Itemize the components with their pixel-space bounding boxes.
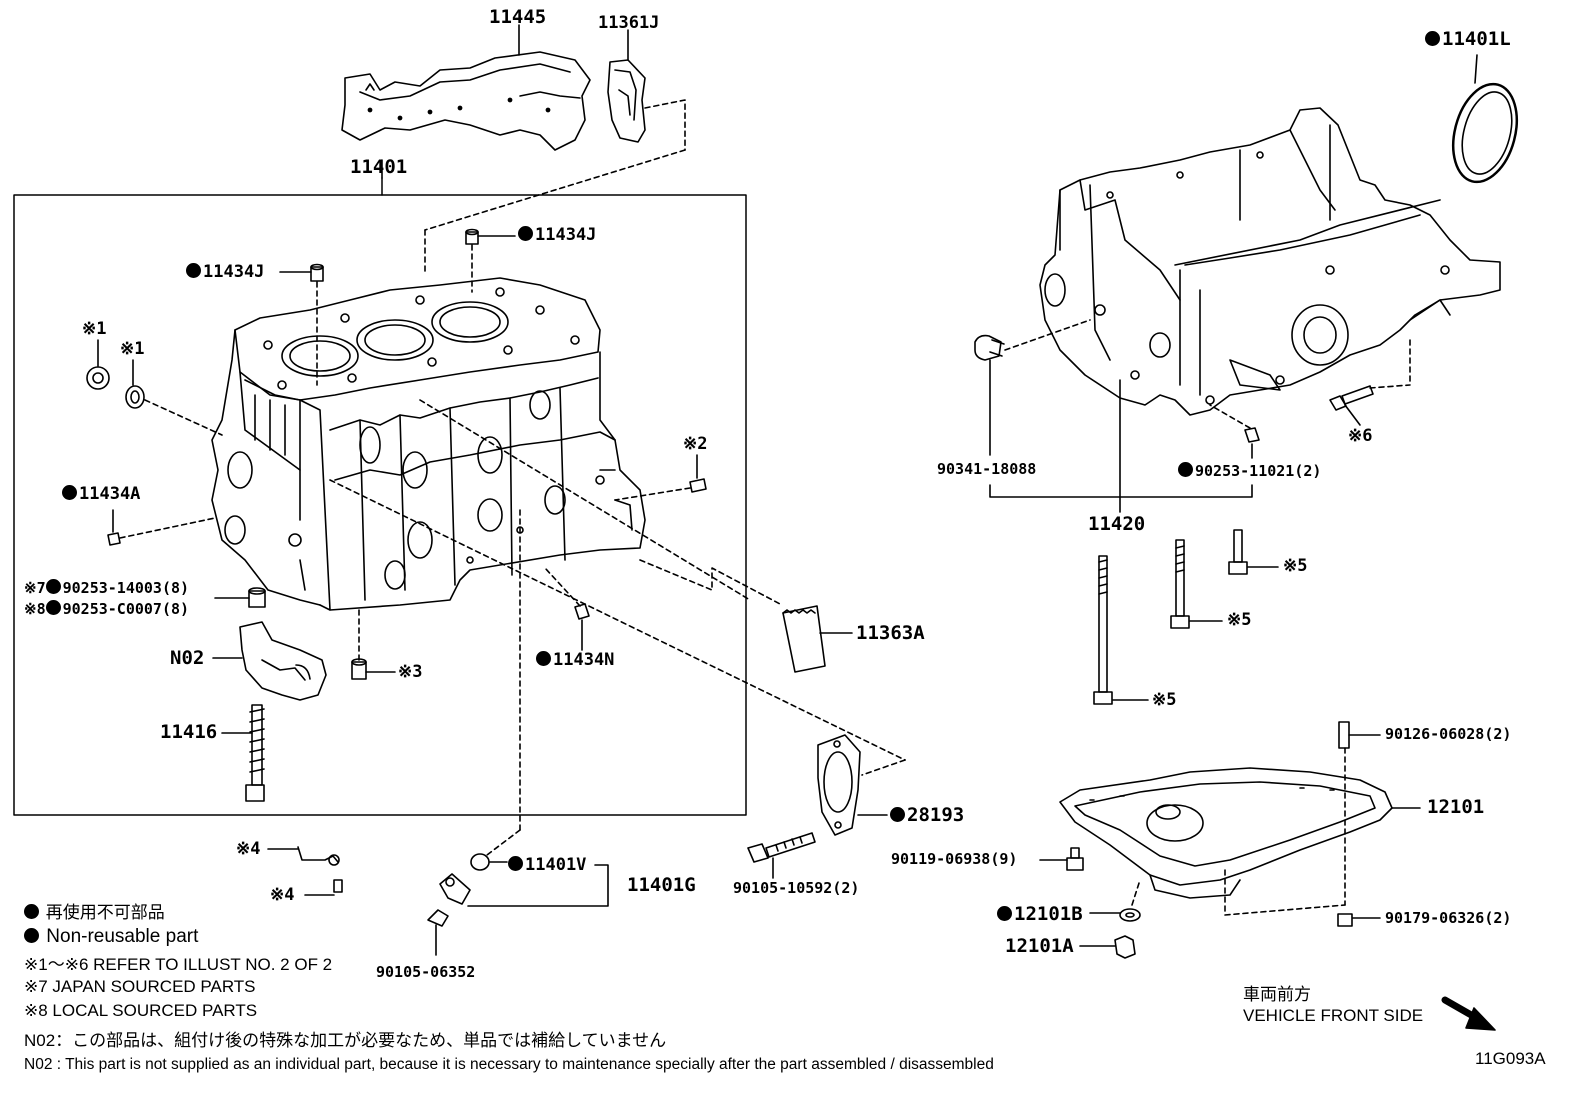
gasket-11363A-drawing <box>782 605 853 673</box>
insulator-11445-drawing <box>341 24 591 179</box>
ref-label-6: ※6 <box>1348 426 1373 446</box>
part-label-11434J-left[interactable]: 11434J <box>186 263 264 281</box>
legend-japan-sourced: ※7 JAPAN SOURCED PARTS <box>24 977 256 996</box>
legend-refer: ※1～※6 REFER TO ILLUST NO. 2 OF 2 <box>24 955 333 974</box>
part-label-11416[interactable]: 11416 <box>160 721 218 743</box>
ref-label-2: ※2 <box>683 434 708 454</box>
part-label-90179-06326[interactable]: 90179-06326(2) <box>1385 909 1512 927</box>
front-arrow-icon <box>1441 996 1496 1031</box>
non-reusable-dot-icon <box>508 856 523 871</box>
ref-label-4b: ※4 <box>270 885 295 905</box>
non-reusable-dot-icon <box>518 226 533 241</box>
ref-label-5c: ※5 <box>1152 690 1177 710</box>
cylinder-block-frame <box>13 194 747 816</box>
part-label-90119-06938[interactable]: 90119-06938(9) <box>891 850 1018 868</box>
non-reusable-dot-icon <box>997 906 1012 921</box>
part-label-90341-18088[interactable]: 90341-18088 <box>937 460 1037 478</box>
part-label-90126-06028[interactable]: 90126-06028(2) <box>1385 725 1512 743</box>
ref-label-4a: ※4 <box>236 839 261 859</box>
legend-nonreusable-en: Non-reusable part <box>24 927 198 946</box>
legend-nonreusable-jp: 再使用不可部品 <box>24 904 165 921</box>
part-label-11401[interactable]: 11401 <box>350 156 408 178</box>
non-reusable-dot-icon <box>45 600 61 615</box>
legend-n02-jp: N02：この部品は、組付け後の特殊な加工が必要なため、単品では補給していません <box>24 1031 667 1050</box>
non-reusable-dot-icon <box>536 651 551 666</box>
non-reusable-dot-icon <box>1178 462 1193 477</box>
bearing-cap-N02-drawing <box>212 621 327 701</box>
part-label-90105-06352[interactable]: 90105-06352 <box>376 963 476 981</box>
legend-local-sourced: ※8 LOCAL SOURCED PARTS <box>24 1001 258 1020</box>
bolt-11416-drawing <box>221 704 265 802</box>
non-reusable-dot-icon <box>890 807 905 822</box>
part-label-11363A[interactable]: 11363A <box>856 622 925 644</box>
non-reusable-dot-icon <box>62 485 77 500</box>
ref-label-1b: ※1 <box>120 339 145 359</box>
non-reusable-dot-icon <box>1425 31 1440 46</box>
part-label-11434N[interactable]: 11434N <box>536 651 614 669</box>
part-label-N02[interactable]: N02 <box>170 647 205 669</box>
part-label-12101B[interactable]: 12101B <box>997 905 1083 924</box>
part-label-12101[interactable]: 12101 <box>1427 796 1485 818</box>
oil-pan-12101-drawing <box>1039 721 1421 959</box>
part-label-11401V[interactable]: 11401V <box>508 856 586 874</box>
non-reusable-dot-icon <box>186 263 201 278</box>
part-label-11401L[interactable]: 11401L <box>1425 30 1511 49</box>
part-label-28193[interactable]: 28193 <box>890 806 964 825</box>
part-label-11445[interactable]: 11445 <box>489 6 547 28</box>
part-label-90105-10592[interactable]: 90105-10592(2) <box>733 879 860 897</box>
lower-block-fasteners-drawing <box>974 319 1411 705</box>
front-side-en: VEHICLE FRONT SIDE <box>1243 1006 1424 1025</box>
cylinder-block-drawing <box>211 277 646 611</box>
bolt-90105-10592-drawing <box>747 832 816 879</box>
non-reusable-dot-icon <box>45 579 61 594</box>
non-reusable-dot-icon <box>24 904 39 919</box>
part-label-90253-11021[interactable]: 90253-11021(2) <box>1178 462 1321 479</box>
lower-block-11420-drawing <box>1039 107 1501 416</box>
ref-label-5b: ※5 <box>1227 610 1252 630</box>
part-label-11401G[interactable]: 11401G <box>627 874 696 896</box>
ref-label-1a: ※1 <box>82 319 107 339</box>
part-label-11420[interactable]: 11420 <box>1088 513 1146 535</box>
ref-label-5a: ※5 <box>1283 556 1308 576</box>
sensor-clip-drawing <box>267 846 343 896</box>
part-label-11434A[interactable]: 11434A <box>62 485 140 503</box>
part-label-11434J-top[interactable]: 11434J <box>518 226 596 244</box>
gasket-11361J-drawing <box>607 29 686 151</box>
oil-seal-11401L-drawing <box>1452 54 1518 184</box>
gasket-28193-drawing <box>817 734 888 836</box>
sensor-11401G-drawing <box>427 853 609 956</box>
illustration-number: 11G093A <box>1475 1049 1546 1068</box>
non-reusable-dot-icon <box>24 928 39 943</box>
part-label-12101A[interactable]: 12101A <box>1005 935 1074 957</box>
part-label-11361J[interactable]: 11361J <box>598 13 660 33</box>
legend-n02-en: N02 : This part is not supplied as an in… <box>24 1056 994 1073</box>
front-side-jp: 車両前方 <box>1243 985 1311 1004</box>
ref-label-3: ※3 <box>398 662 423 682</box>
